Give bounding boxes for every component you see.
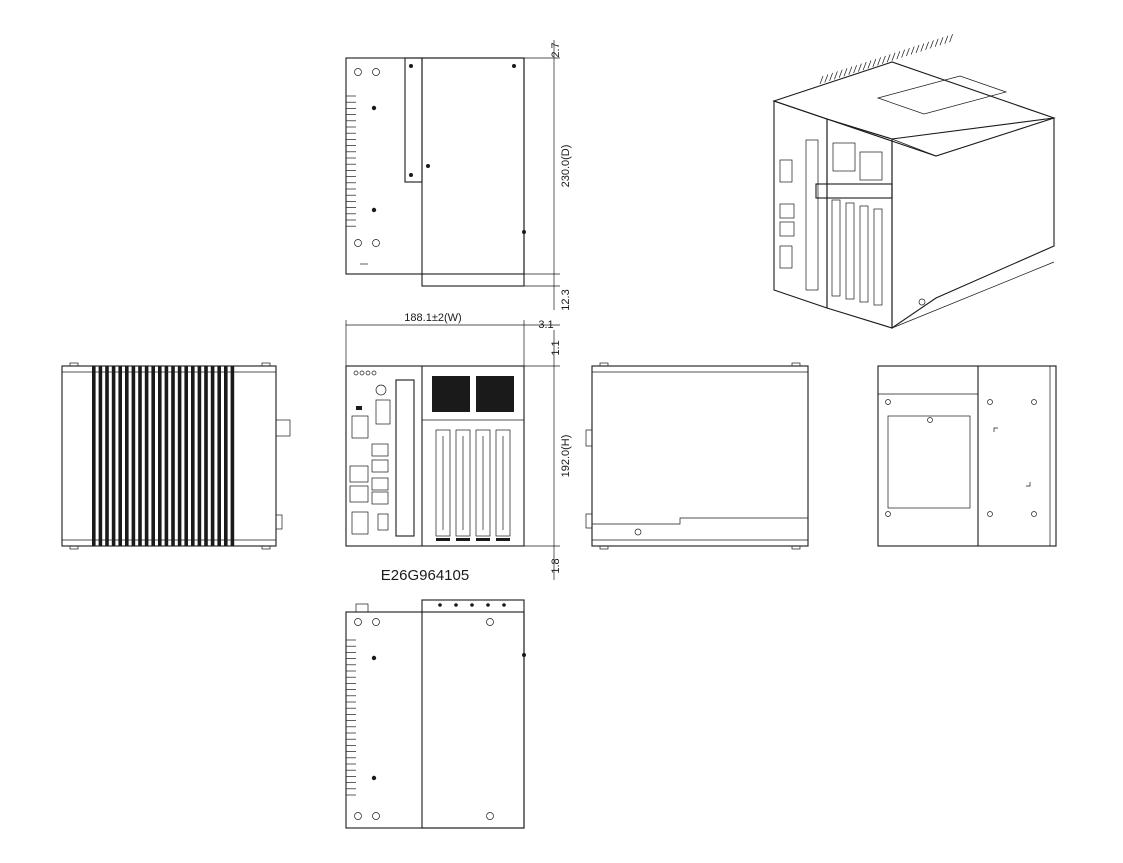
- expansion-slot: [495, 429, 511, 537]
- depth-label: 230.0(D): [560, 145, 572, 188]
- rear-offset-label: 12.3: [560, 289, 572, 310]
- heatsink-fin: [184, 366, 188, 546]
- right-side-view: [585, 362, 809, 550]
- heatsink-fin: [853, 65, 857, 74]
- heatsink-fin: [824, 74, 829, 83]
- expansion-slot: [873, 208, 883, 306]
- front-view: 188.1±2(W) 3.1 1.1 192.0(H) 1.8 E26G9641…: [345, 312, 572, 584]
- heatsink-fin: [934, 38, 939, 47]
- heatsink-fin: [138, 366, 142, 546]
- heatsink-fin: [939, 37, 944, 46]
- heatsink-fin: [191, 366, 195, 546]
- heatsink-fin: [829, 72, 833, 82]
- heatsink-fin: [177, 366, 182, 546]
- heatsink-fin: [217, 366, 221, 546]
- heatsink-fin: [131, 366, 136, 546]
- heatsink-fin: [901, 49, 905, 58]
- heatsink-fin: [125, 366, 129, 546]
- slot-foot: [436, 538, 450, 541]
- heatsink-fin: [204, 366, 208, 546]
- heatsink-fin: [925, 41, 929, 51]
- heatsink-fin: [144, 366, 149, 546]
- left-side-view: [61, 362, 291, 550]
- top-view: 2.7 230.0(D) 12.3: [345, 40, 572, 311]
- expansion-slot: [831, 199, 841, 297]
- bottom-offset-label: 1.8: [550, 558, 562, 573]
- expansion-slot: [845, 202, 855, 300]
- heatsink-fin: [858, 63, 862, 72]
- heatsink-fin: [920, 43, 925, 52]
- height-label: 192.0(H): [560, 435, 572, 478]
- bottom-view: [345, 599, 526, 829]
- heatsink-fin: [164, 366, 169, 546]
- mounting-hole: [354, 618, 494, 820]
- heatsink-fin: [92, 366, 96, 546]
- expansion-slot: [475, 429, 491, 537]
- heatsink-fin: [848, 66, 853, 75]
- heatsink-fin: [838, 69, 843, 78]
- isometric-view: [772, 34, 1056, 330]
- heatsink-fin: [872, 58, 877, 68]
- heatsink-fin: [944, 35, 949, 44]
- heatsink-fin: [891, 52, 896, 61]
- heatsink-fin: [230, 366, 235, 546]
- heatsink-fin: [915, 44, 920, 54]
- slot-foot: [496, 538, 510, 541]
- top-gap-label: 2.7: [550, 42, 562, 57]
- heatsink-fin: [862, 61, 867, 71]
- heatsink-fin: [834, 71, 838, 80]
- heatsink-fin: [930, 40, 934, 49]
- expansion-slot: [455, 429, 471, 537]
- width-offset-label: 3.1: [538, 319, 553, 331]
- slot-foot: [476, 538, 490, 541]
- expansion-slot: [435, 429, 451, 537]
- heatsink-fin: [843, 68, 848, 77]
- heatsink-fin: [118, 366, 122, 546]
- heatsink-fin: [949, 34, 953, 43]
- heatsink-fin: [882, 55, 886, 64]
- model-code: E26G964105: [381, 567, 469, 584]
- heatsink-fin: [151, 366, 155, 546]
- top-offset-label: 1.1: [550, 340, 562, 355]
- heatsink-fin: [819, 75, 824, 85]
- heatsink-fin: [224, 366, 228, 546]
- heatsink-fin: [111, 366, 116, 546]
- heatsink-fin: [896, 51, 901, 60]
- heatsink-fin: [910, 46, 915, 55]
- expansion-slot: [859, 205, 869, 303]
- heatsink-fin: [906, 47, 910, 57]
- heatsink-fin: [877, 57, 881, 66]
- heatsink-fin: [171, 366, 175, 546]
- heatsink-fin: [158, 366, 162, 546]
- heatsink-fin: [98, 366, 103, 546]
- mounting-hole: [354, 68, 380, 247]
- rear-view: [877, 365, 1057, 547]
- heatsink-fin: [886, 54, 891, 63]
- heatsink-fin: [210, 366, 215, 546]
- heatsink-fin: [197, 366, 202, 546]
- heatsink-fin: [105, 366, 109, 546]
- slot-foot: [456, 538, 470, 541]
- width-label: 188.1±2(W): [404, 312, 461, 324]
- heatsink-fin: [867, 60, 872, 69]
